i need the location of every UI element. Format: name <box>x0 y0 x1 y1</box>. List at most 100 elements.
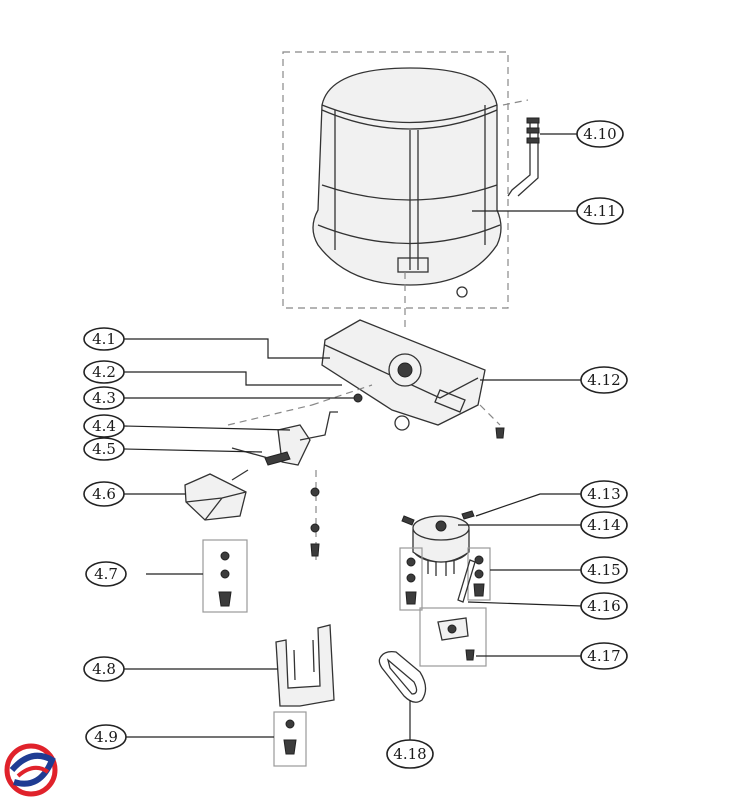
tub-body <box>312 67 502 286</box>
belt-outer <box>378 650 427 703</box>
leader-4-13 <box>475 493 582 517</box>
housing-hub <box>397 362 413 378</box>
logo-blue-swoosh <box>9 752 56 787</box>
valve-guide-upper <box>227 404 313 426</box>
impeller-box <box>419 607 487 667</box>
cover-edge-2 <box>204 497 223 521</box>
drain-valve-assembly <box>227 384 373 560</box>
callout-label: 4.3 <box>92 389 116 407</box>
callout-4-8: 4.8 <box>83 656 125 682</box>
belt-inner <box>386 658 418 695</box>
callout-label: 4.13 <box>587 485 620 503</box>
bracket-screw <box>283 739 297 755</box>
callout-4-9: 4.9 <box>85 724 127 750</box>
valve-washer-2 <box>310 523 320 533</box>
motor-mount-kits <box>399 547 491 667</box>
hose-outer <box>507 118 531 197</box>
housing-bearing <box>394 415 410 431</box>
kit-screw <box>218 591 232 607</box>
screw-guide <box>479 404 501 426</box>
leader-4-2 <box>124 371 342 386</box>
logo-red-ring <box>4 743 58 797</box>
motor-shaft <box>435 520 447 532</box>
callout-4-14: 4.14 <box>580 511 628 539</box>
callout-4-5: 4.5 <box>83 437 125 461</box>
leader-4-5 <box>123 448 263 453</box>
bracket-body <box>275 624 335 707</box>
motor-clip-right <box>461 510 475 520</box>
valve-washer <box>310 487 320 497</box>
callout-4-1: 4.1 <box>83 327 125 351</box>
leader-4-4 <box>123 425 291 431</box>
tub-assembly <box>282 51 509 330</box>
mount-washer-right-1 <box>474 555 484 565</box>
callout-4-15: 4.15 <box>580 556 628 584</box>
callout-label: 4.1 <box>92 330 116 348</box>
timer-cover <box>184 469 249 521</box>
valve-pipe <box>299 411 338 441</box>
tub-rim-inner <box>321 109 498 130</box>
callout-4-6: 4.6 <box>83 481 125 507</box>
mount-screw-left <box>405 591 417 605</box>
callout-label: 4.7 <box>94 565 118 583</box>
brand-logo <box>4 743 58 797</box>
callout-label: 4.17 <box>587 647 620 665</box>
tub-drain-outlet <box>397 257 429 273</box>
leader-lines <box>120 133 583 740</box>
bracket-slot-1 <box>293 649 296 681</box>
mount-box-left <box>399 547 423 611</box>
callout-label: 4.12 <box>587 371 620 389</box>
bracket-slot-2 <box>312 639 315 673</box>
kit-washer-2 <box>220 569 230 579</box>
impeller-hub <box>447 624 457 634</box>
valve-screw <box>310 543 320 557</box>
motor-fins <box>427 560 455 576</box>
callout-label: 4.16 <box>587 597 620 615</box>
callout-label: 4.6 <box>92 485 116 503</box>
callout-label: 4.4 <box>92 417 116 435</box>
callout-label: 4.8 <box>92 660 116 678</box>
mount-screw-right <box>473 583 485 597</box>
tub-drain-plug <box>456 286 468 298</box>
tub-dashed-outline <box>282 51 509 309</box>
callout-label: 4.2 <box>92 363 116 381</box>
callout-4-16: 4.16 <box>580 592 628 620</box>
bracket-screw-box <box>273 711 307 767</box>
cover-body <box>184 473 247 521</box>
housing-edge <box>324 344 479 399</box>
callout-4-7: 4.7 <box>85 561 127 587</box>
motor-clip-left <box>401 515 415 526</box>
hose-ribs <box>526 117 540 144</box>
callout-4-11: 4.11 <box>576 197 624 225</box>
motor <box>401 510 475 576</box>
callout-4-10: 4.10 <box>576 120 624 148</box>
callout-4-4: 4.4 <box>83 414 125 438</box>
leader-4-1 <box>124 338 330 359</box>
motor-bracket <box>275 624 335 707</box>
cover-wire <box>231 469 249 481</box>
callout-label: 4.14 <box>587 516 620 534</box>
mount-box-right <box>467 547 491 601</box>
callout-label: 4.5 <box>92 440 116 458</box>
callout-4-2: 4.2 <box>83 360 125 384</box>
leader-4-16 <box>467 601 583 607</box>
housing-side-screw <box>495 427 505 439</box>
callout-label: 4.15 <box>587 561 620 579</box>
callout-4-17: 4.17 <box>580 642 628 670</box>
mount-washer-left-2 <box>406 573 416 583</box>
hose-dashed-guide <box>502 99 529 106</box>
screw-kit-box <box>202 539 248 613</box>
gearbox-housing <box>321 319 505 439</box>
callout-4-12: 4.12 <box>580 366 628 394</box>
mount-washer-left-1 <box>406 557 416 567</box>
valve-lever <box>264 451 291 466</box>
housing-label-plate <box>434 389 466 413</box>
callout-label: 4.11 <box>583 202 616 220</box>
screw-kit <box>202 539 248 613</box>
callout-label: 4.18 <box>393 745 426 763</box>
callout-label: 4.10 <box>583 125 616 143</box>
overflow-hose <box>502 99 540 197</box>
capacitor-rod <box>457 559 476 603</box>
callout-label: 4.9 <box>94 728 118 746</box>
